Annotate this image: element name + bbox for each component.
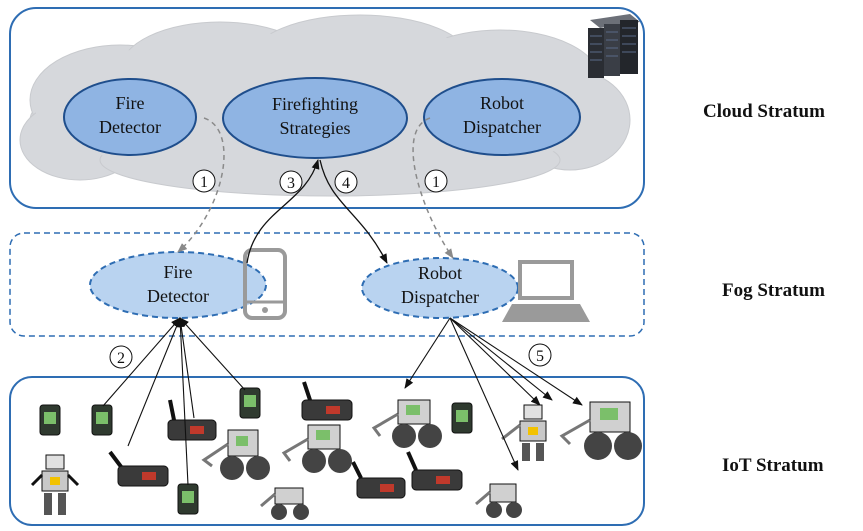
robot-dispatch-links	[404, 317, 583, 471]
fog-fire-detector-line1: Fire	[164, 262, 193, 282]
robot-icon	[260, 487, 309, 520]
wireless-module-icon	[301, 381, 353, 421]
cloud-robot-dispatcher-line1: Robot	[480, 93, 524, 113]
fog-robot-dispatcher-line2: Dispatcher	[401, 287, 479, 307]
robot-icon	[201, 429, 270, 480]
fog-robot-dispatcher-line1: Robot	[418, 263, 462, 283]
wireless-module-icon	[167, 399, 217, 441]
step-4-text: 4	[342, 175, 350, 192]
step-marker-1-left: 1	[192, 169, 216, 193]
step-marker-3: 3	[279, 170, 303, 194]
sensor-device-icon	[91, 404, 113, 436]
step-marker-1-right: 1	[424, 169, 448, 193]
cloud-firefighting-line1: Firefighting	[272, 94, 358, 114]
wireless-module-icon	[406, 451, 463, 491]
cloud-robot-dispatcher-line2: Dispatcher	[463, 117, 541, 137]
robot-icon	[475, 483, 522, 518]
fog-node-fire-detector: Fire Detector	[89, 251, 267, 319]
iot-stratum-label: IoT Stratum	[722, 455, 824, 476]
step-1-right-text: 1	[432, 174, 440, 191]
step-1-left-text: 1	[200, 174, 208, 191]
step-marker-4: 4	[334, 170, 358, 194]
robot-icon	[559, 401, 642, 460]
arrow-fog-fire-to-strategies	[246, 159, 320, 264]
wireless-module-icon	[351, 461, 406, 499]
wireless-module-icon	[108, 450, 169, 487]
arrow-cloud-to-fog-fire-detector	[177, 117, 225, 253]
smartphone-icon	[243, 248, 287, 320]
laptop-icon	[502, 260, 590, 322]
cloud-fire-detector-line1: Fire	[116, 93, 145, 113]
fog-node-robot-dispatcher: Robot Dispatcher	[361, 257, 519, 319]
cloud-fire-detector-line2: Detector	[99, 117, 161, 137]
sensor-device-icon	[451, 402, 473, 434]
step-3-text: 3	[287, 175, 295, 192]
arrow-cloud-to-fog-robot-dispatcher	[412, 117, 454, 259]
sensor-device-icon	[239, 387, 261, 419]
sensor-device-icon	[39, 404, 61, 436]
cloud-firefighting-line2: Strategies	[280, 118, 351, 138]
server-rack-icon	[588, 14, 640, 78]
robot-icon	[281, 424, 352, 473]
sensor-device-icon	[177, 483, 199, 515]
step-marker-5: 5	[528, 343, 552, 367]
step-marker-2: 2	[109, 345, 133, 369]
arrow-strategies-to-robot-dispatcher	[319, 159, 388, 264]
cloud-node-fire-detector: Fire Detector	[63, 78, 197, 156]
fog-stratum-label: Fog Stratum	[722, 280, 825, 301]
robot-icon	[30, 454, 80, 515]
iot-stratum-box	[9, 376, 645, 526]
cloud-stratum-label: Cloud Stratum	[703, 101, 825, 122]
sensor-uplinks	[102, 317, 246, 486]
robot-icon	[371, 399, 442, 448]
step-2-text: 2	[117, 350, 125, 367]
step-5-text: 5	[536, 348, 544, 365]
cloud-node-robot-dispatcher: Robot Dispatcher	[423, 78, 581, 156]
cloud-node-firefighting-strategies: Firefighting Strategies	[222, 77, 408, 159]
robot-icon	[501, 404, 547, 461]
fog-fire-detector-line2: Detector	[147, 286, 209, 306]
